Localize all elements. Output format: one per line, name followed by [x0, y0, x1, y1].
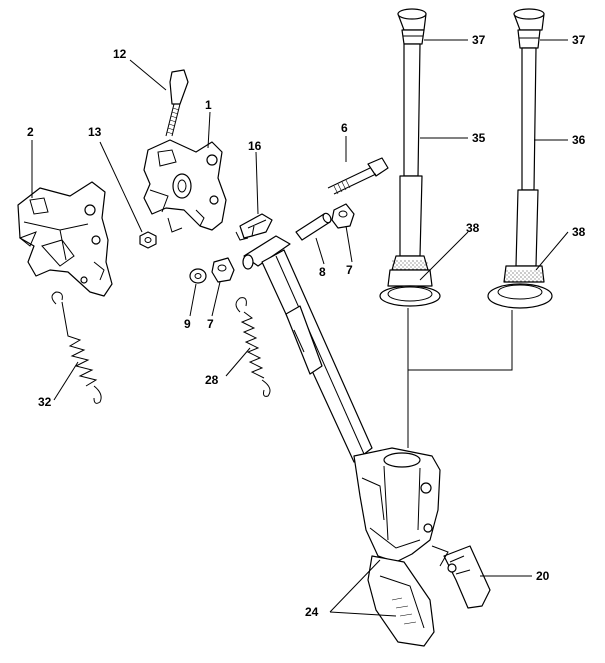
callout-35: 35: [472, 131, 486, 145]
bushing-part-7-lower: [211, 257, 235, 283]
callout-38-left: 38: [466, 221, 480, 235]
callout-6: 6: [341, 121, 348, 135]
spacer-part-8: [295, 212, 332, 241]
assembly-lines: [407, 308, 513, 448]
callout-7-upper: 7: [346, 263, 353, 277]
spring-part-32: [51, 291, 102, 404]
callout-2: 2: [27, 125, 34, 139]
bolt-part-6: [327, 157, 389, 195]
callout-37-left: 37: [472, 33, 486, 47]
upright-rod-right-part-36: [487, 8, 553, 309]
pedal-lever-arm: [242, 235, 441, 563]
callout-13: 13: [88, 125, 102, 139]
bracket-part-1: [143, 139, 227, 233]
callout-38-right: 38: [572, 225, 586, 239]
callout-20: 20: [536, 569, 550, 583]
callout-37-right: 37: [572, 33, 586, 47]
callout-1: 1: [205, 98, 212, 112]
callout-8: 8: [319, 265, 326, 279]
callout-32: 32: [38, 395, 52, 409]
bracket-part-2: [17, 181, 113, 297]
callout-12: 12: [113, 47, 127, 61]
bolt-part-12: [165, 69, 189, 137]
bushing-part-7-upper: [331, 203, 355, 229]
contact-plate-part-20: [431, 545, 491, 609]
callout-24: 24: [305, 605, 319, 619]
nut-part-13: [139, 231, 157, 249]
clip-part-16: [235, 213, 273, 241]
callout-7-lower: 7: [207, 317, 214, 331]
leader-lines: [31, 39, 569, 617]
washer-part-9: [189, 268, 207, 284]
upright-rod-left-part-35: [379, 8, 441, 307]
spring-part-28: [235, 297, 271, 397]
pedal-shoe-part-24: [367, 555, 435, 647]
callout-9: 9: [184, 317, 191, 331]
callout-28: 28: [205, 373, 219, 387]
callout-16: 16: [248, 139, 262, 153]
callout-36: 36: [572, 133, 586, 147]
callout-labels: 1 2 6 7 7 8 9 12 13 16 20 24 28 32 35 36…: [27, 33, 586, 619]
